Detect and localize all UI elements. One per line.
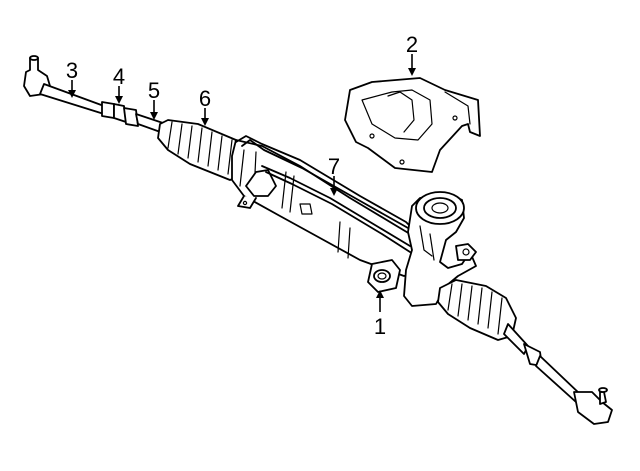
heat-shield[interactable] (344, 77, 481, 173)
tie-rod-right[interactable] (503, 323, 613, 425)
callout-5: 5 (148, 78, 160, 120)
callout-4-label: 4 (113, 64, 125, 89)
callout-7-label: 7 (328, 154, 340, 179)
boot-left[interactable] (157, 119, 243, 181)
callout-2: 2 (406, 32, 418, 76)
outer-tie-rod-end-left[interactable] (23, 55, 105, 115)
callout-3-label: 3 (66, 58, 78, 83)
callout-7: 7 (328, 154, 340, 196)
jam-nut[interactable] (101, 101, 127, 123)
callout-1-label: 1 (374, 314, 386, 339)
transfer-lines[interactable] (235, 135, 417, 253)
valve-body[interactable] (403, 191, 477, 307)
callout-5-label: 5 (148, 78, 160, 103)
callout-1: 1 (374, 290, 386, 339)
callout-6-label: 6 (199, 86, 211, 111)
callout-2-label: 2 (406, 32, 418, 57)
callout-4: 4 (113, 64, 125, 104)
callout-6: 6 (199, 86, 211, 126)
callout-3: 3 (66, 58, 78, 98)
